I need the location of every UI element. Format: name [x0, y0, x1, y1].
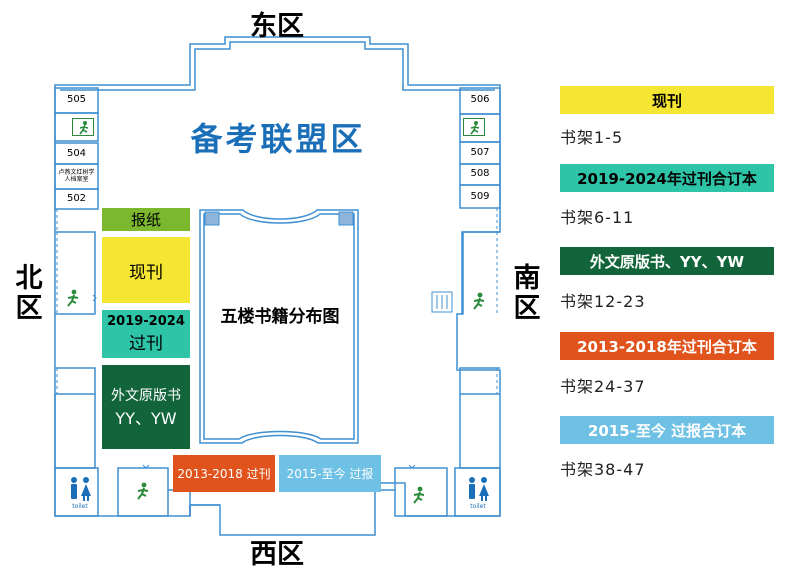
legend-past-periodicals-2019-2024: 2019-2024年过刊合订本	[560, 164, 774, 192]
legend-shelves-foreign: 书架12-23	[560, 292, 646, 311]
west-zone-label: 西区	[250, 539, 304, 570]
zone-foreign-books[interactable]: 外文原版书 YY、YW	[102, 365, 190, 449]
room-archive: 卢燕文红树学人档案室	[58, 169, 95, 183]
room-508: 508	[470, 168, 490, 179]
room-504: 504	[66, 148, 87, 159]
emergency-exit-icon	[463, 118, 485, 136]
atrium-outline	[199, 209, 359, 444]
north-zone-label: 北 区	[15, 263, 43, 324]
emergency-exit-icon	[130, 480, 156, 502]
legend-past-newspapers-2015: 2015-至今 过报合订本	[560, 416, 774, 444]
zone-newspaper[interactable]: 报纸	[102, 208, 190, 231]
toilet-icon: toilet	[463, 476, 493, 512]
toilet-icon: toilet	[65, 476, 95, 512]
toilet-label: toilet	[470, 503, 486, 510]
toilet-label: toilet	[72, 503, 88, 510]
legend-past-periodicals-2013-2018: 2013-2018年过刊合订本	[560, 332, 774, 360]
room-506: 506	[470, 94, 490, 105]
room-509: 509	[470, 191, 490, 202]
floor-map-title: 五楼书籍分布图	[220, 307, 340, 327]
zone-past-newspapers-2015[interactable]: 2015-至今 过报	[279, 455, 381, 492]
emergency-exit-icon	[466, 290, 492, 312]
emergency-exit-icon	[406, 484, 432, 506]
zone-past-periodicals-2019-2024[interactable]: 2019-2024 过刊	[102, 310, 190, 358]
legend-shelves-2015: 书架38-47	[560, 460, 646, 479]
zone-past-periodicals-2013-2018[interactable]: 2013-2018 过刊	[173, 455, 275, 492]
east-zone-label: 东区	[250, 11, 304, 42]
emergency-exit-icon	[72, 118, 94, 136]
legend-shelves-2013-2018: 书架24-37	[560, 377, 646, 396]
zone-current-periodicals[interactable]: 现刊	[102, 237, 190, 303]
room-505: 505	[66, 94, 87, 105]
room-507: 507	[470, 147, 490, 158]
legend-shelves-2019-2024: 书架6-11	[560, 208, 635, 227]
legend-current-periodicals: 现刊	[560, 86, 774, 114]
legend-shelves-current: 书架1-5	[560, 128, 624, 147]
legend-foreign-books: 外文原版书、YY、YW	[560, 247, 774, 275]
emergency-exit-icon	[60, 287, 86, 309]
south-zone-label: 南 区	[513, 263, 541, 324]
study-alliance-area-title: 备考联盟区	[190, 120, 366, 158]
room-502: 502	[66, 193, 87, 204]
